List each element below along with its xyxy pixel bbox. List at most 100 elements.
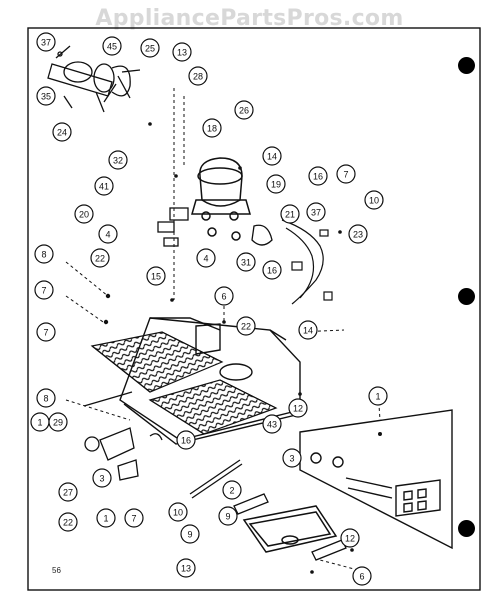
callout-label: 41 [99, 182, 109, 192]
callout-label: 1 [375, 392, 380, 402]
callout-bubble [176, 558, 196, 578]
callout-label: 43 [267, 420, 277, 430]
callout-bubble [236, 316, 256, 336]
callout-bubble [140, 38, 160, 58]
timer-bracket [83, 391, 163, 481]
callout-label: 22 [241, 322, 251, 332]
callout-bubble [90, 248, 110, 268]
callout-label: 3 [99, 474, 104, 484]
callout-label: 29 [53, 418, 63, 428]
callout-label: 32 [113, 156, 123, 166]
callout-label: 25 [145, 44, 155, 54]
callout-label: 6 [221, 292, 226, 302]
callout-label: 8 [43, 394, 48, 404]
callout-label: 22 [63, 518, 73, 528]
callout-bubble [262, 414, 282, 434]
callout-bubble [352, 566, 372, 586]
callout-label: 45 [107, 42, 117, 52]
screws [103, 122, 382, 574]
callout-label: 7 [131, 514, 136, 524]
callout-bubble [336, 164, 356, 184]
page-number: 56 [52, 566, 61, 575]
callout-label: 1 [37, 418, 42, 428]
callout-label: 8 [41, 250, 46, 260]
callout-bubble [58, 482, 78, 502]
callout-bubble [188, 66, 208, 86]
callout-label: 37 [41, 38, 51, 48]
callout-label: 24 [57, 128, 67, 138]
callout-label: 10 [173, 508, 183, 518]
callout-label: 4 [105, 230, 110, 240]
callout-label: 21 [285, 210, 295, 220]
callout-bubble [348, 224, 368, 244]
callout-bubble [172, 42, 192, 62]
callout-bubble [102, 36, 122, 56]
base-pan [119, 317, 301, 445]
callout-bubble [308, 166, 328, 186]
page-border [27, 27, 481, 591]
callout-label: 2 [229, 486, 234, 496]
callout-bubble [52, 122, 72, 142]
callout-bubble [176, 430, 196, 450]
drain-tube [189, 459, 243, 499]
callout-bubble [34, 244, 54, 264]
callout-label: 4 [203, 254, 208, 264]
callout-bubble [180, 524, 200, 544]
callout-label: 28 [193, 72, 203, 82]
callout-bubble [94, 176, 114, 196]
callout-label: 23 [353, 230, 363, 240]
callout-label: 12 [345, 534, 355, 544]
callout-label: 13 [181, 564, 191, 574]
wiring-harness [281, 219, 333, 305]
callout-label: 35 [41, 92, 51, 102]
callout-label: 27 [63, 488, 73, 498]
callout-bubble [124, 508, 144, 528]
callout-label: 9 [187, 530, 192, 540]
callout-bubble [96, 508, 116, 528]
callout-bubble [196, 248, 216, 268]
condenser-coil-2 [148, 379, 278, 435]
callout-bubble [306, 202, 326, 222]
callout-label: 37 [311, 208, 321, 218]
callout-label: 7 [43, 328, 48, 338]
callout-label: 18 [207, 124, 217, 134]
tray-brackets [233, 493, 347, 561]
callout-label: 1 [103, 514, 108, 524]
callout-bubble [236, 252, 256, 272]
callout-label: 20 [79, 210, 89, 220]
callout-label: 12 [293, 404, 303, 414]
callout-bubble [74, 204, 94, 224]
binder-hole-top [458, 57, 475, 74]
callout-label: 14 [267, 152, 277, 162]
callout-bubble [280, 204, 300, 224]
callout-bubble [262, 146, 282, 166]
callout-bubble [234, 100, 254, 120]
callout-label: 6 [359, 572, 364, 582]
binder-hole-bottom [458, 520, 475, 537]
callout-label: 16 [267, 266, 277, 276]
callout-bubble [368, 386, 388, 406]
callout-bubble [34, 280, 54, 300]
callout-bubble [288, 398, 308, 418]
callout-bubble [168, 502, 188, 522]
callout-bubble [266, 174, 286, 194]
callout-bubble [146, 266, 166, 286]
callout-label: 31 [241, 258, 251, 268]
callout-label: 10 [369, 196, 379, 206]
callout-label: 15 [151, 272, 161, 282]
callout-label: 7 [41, 286, 46, 296]
callout-bubble [218, 506, 238, 526]
callout-bubble [36, 388, 56, 408]
callout-bubble [298, 320, 318, 340]
callout-bubble [202, 118, 222, 138]
callout-label: 14 [303, 326, 313, 336]
callout-bubble [92, 468, 112, 488]
callout-bubble [48, 412, 68, 432]
rear-panel [299, 409, 453, 550]
fan-motor-assembly [47, 45, 141, 113]
callout-label: 26 [239, 106, 249, 116]
callout-label: 7 [343, 170, 348, 180]
